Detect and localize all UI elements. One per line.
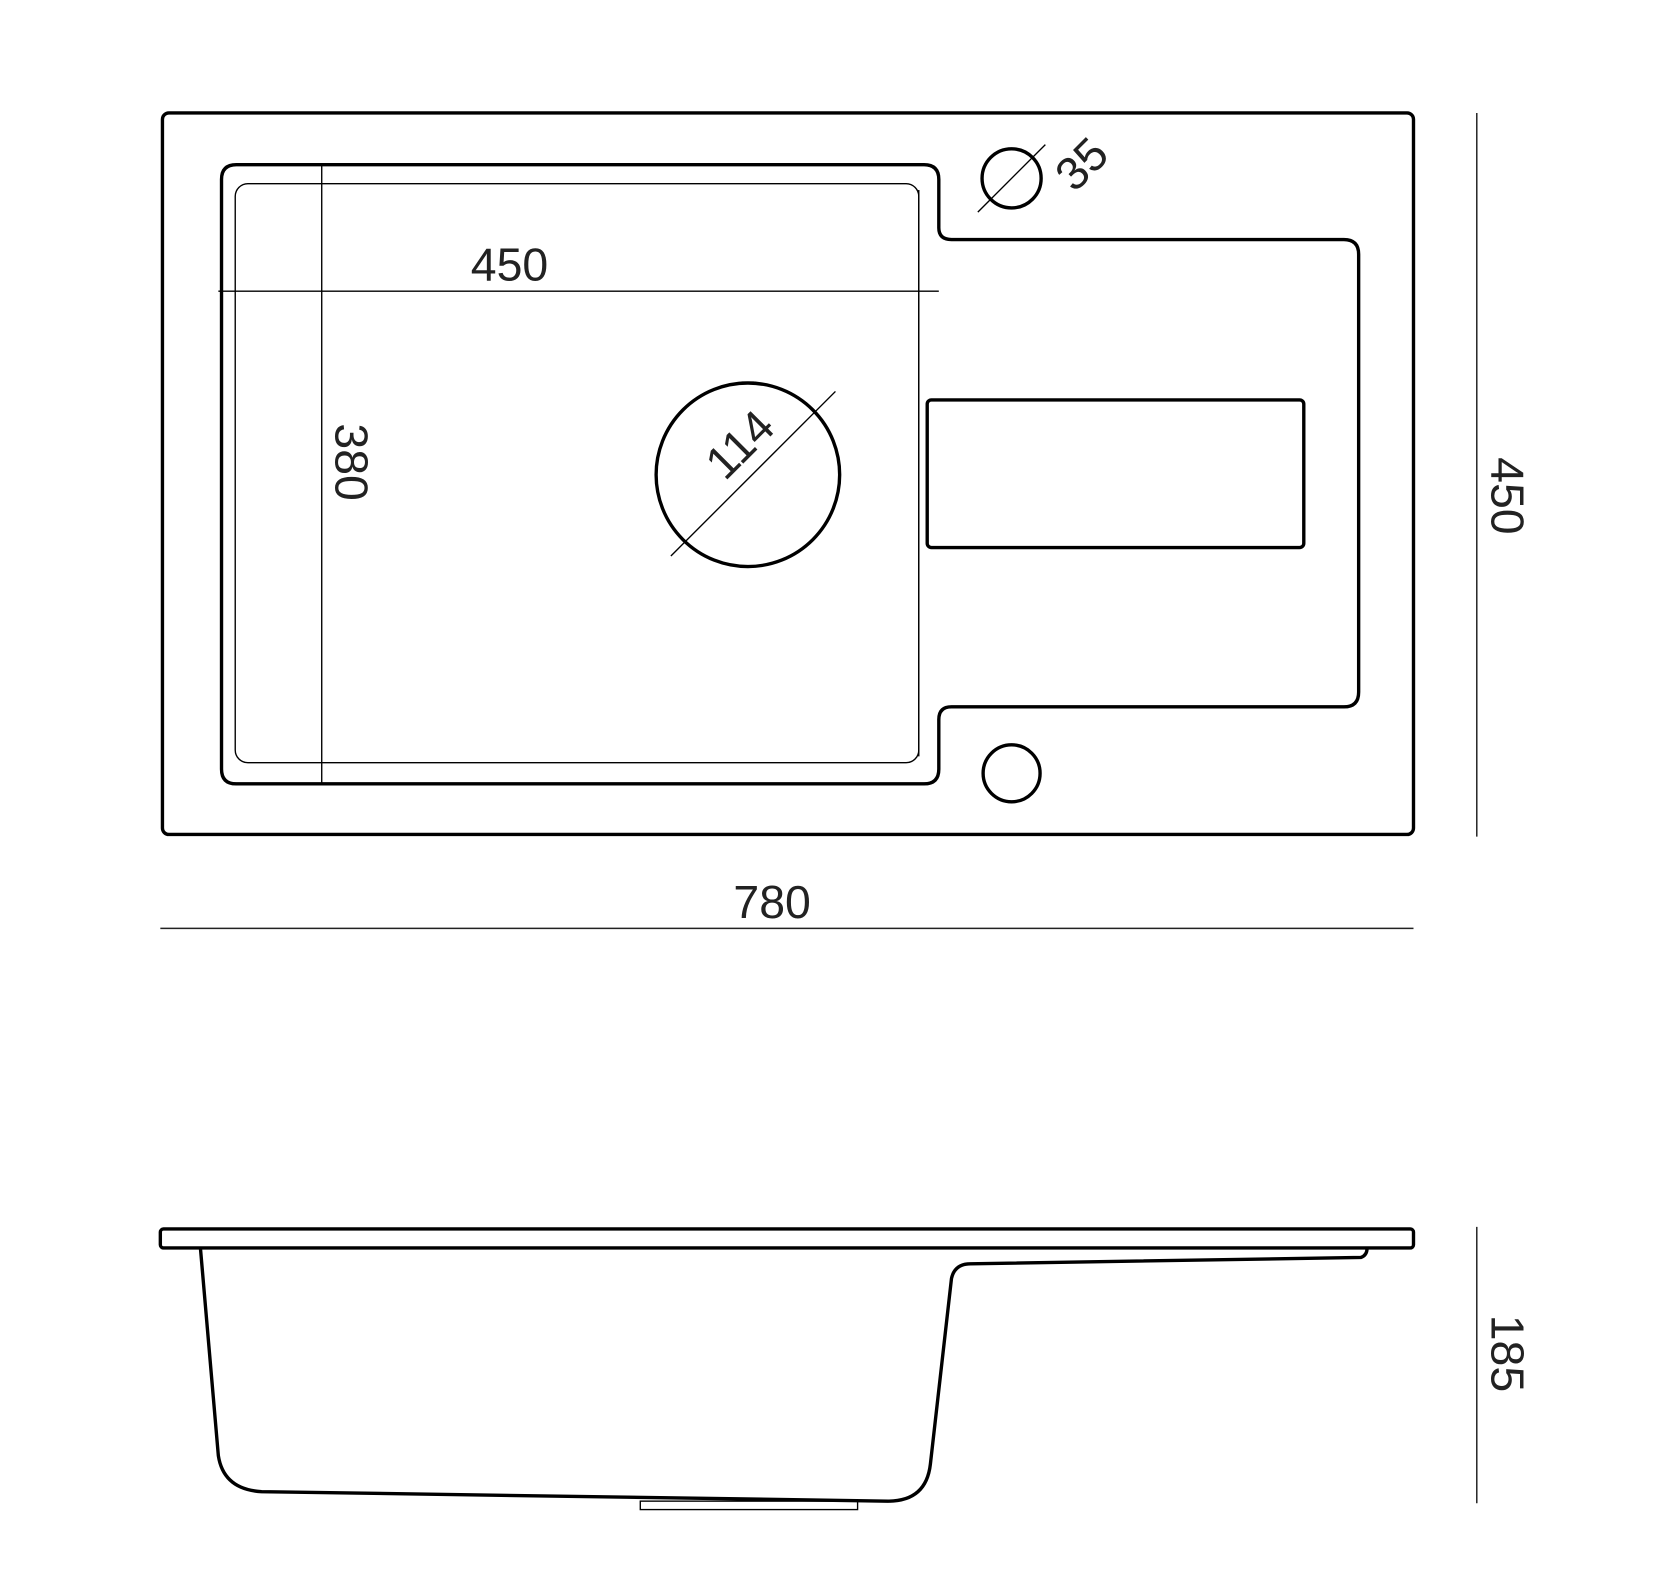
- side-view: 185: [158, 1226, 1534, 1511]
- top-view: 450 380 114 35 780 450: [160, 111, 1534, 930]
- bowl-width-label: 450: [471, 239, 548, 291]
- sink-outline: [160, 111, 1416, 837]
- drain-outlet-profile: [639, 1500, 859, 1511]
- sink-rim-profile: [158, 1227, 1416, 1250]
- drain-diameter-label: 114: [695, 400, 784, 489]
- tap-hole-diameter-line: [977, 144, 1046, 213]
- overall-width-label: 780: [733, 876, 810, 928]
- overflow-hole: [981, 743, 1042, 804]
- drain-diameter-line: [670, 390, 836, 557]
- bowl-depth-label: 380: [325, 423, 377, 500]
- height-label: 185: [1482, 1315, 1534, 1392]
- tap-hole-diameter-label: 35: [1045, 127, 1118, 200]
- overall-depth-label: 450: [1482, 457, 1534, 534]
- drain-hole: [654, 381, 842, 569]
- tap-hole: [980, 147, 1043, 210]
- drainer-rib: [925, 398, 1306, 550]
- bowl-outline: [219, 162, 1361, 786]
- bowl-profile: [198, 1247, 1369, 1503]
